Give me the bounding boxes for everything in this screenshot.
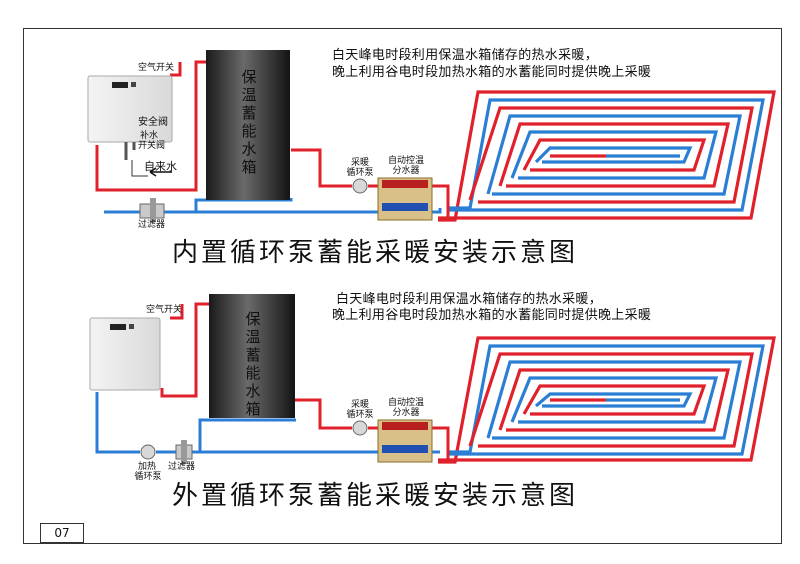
- caption-line2: 晚上利用谷电时段加热水箱的水蓄能同时提供晚上采暖: [332, 308, 652, 323]
- diagram-2: [89, 294, 776, 464]
- caption-line1: 白天峰电时段利用保温水箱储存的热水采暖，: [332, 48, 599, 63]
- manifold-2: [377, 419, 433, 463]
- tank-label: 保温蓄能水箱: [241, 68, 257, 176]
- manifold-label-line1: 自动控温: [387, 156, 424, 166]
- tank-label: 保温蓄能水箱: [245, 310, 261, 418]
- diagram-title: 内置循环泵蓄能采暖安装示意图: [172, 238, 579, 268]
- diagram-title: 外置循环泵蓄能采暖安装示意图: [172, 481, 579, 511]
- heat-pump-label-line2: 循环泵: [134, 472, 162, 482]
- page-number: 07: [40, 523, 84, 543]
- page-frame: [23, 28, 782, 544]
- heating-pump-label-line2: 循环泵: [346, 168, 374, 178]
- electric-boiler-2: [89, 317, 161, 391]
- floor-heating-coil-2: [438, 336, 776, 464]
- refill-valve-label-line1: 补水: [140, 131, 159, 141]
- manifold-1: [377, 177, 433, 221]
- storage-tank-1: [206, 50, 290, 200]
- heat-pump-2: [140, 444, 156, 460]
- electric-boiler-1: [87, 75, 173, 143]
- heating-pump-label-line2: 循环泵: [346, 410, 374, 420]
- heating-pump-2: [352, 420, 368, 436]
- manifold-label-line2: 分水器: [392, 166, 420, 176]
- refill-valve-label-line2: 开关阀: [138, 141, 166, 151]
- caption-line1: 白天峰电时段利用保温水箱储存的热水采暖，: [336, 292, 603, 307]
- pipes-1: [95, 60, 450, 220]
- caption-line2: 晚上利用谷电时段加热水箱的水蓄能同时提供晚上采暖: [332, 65, 652, 80]
- heating-pump-1: [352, 178, 368, 194]
- manifold-label-line1: 自动控温: [387, 398, 424, 408]
- tap-water-label: 自来水: [144, 160, 177, 173]
- filter-label: 过滤器: [138, 220, 166, 230]
- storage-tank-2: [209, 294, 295, 418]
- filter-label: 过滤器: [168, 462, 196, 472]
- air-switch-label: 空气开关: [146, 305, 183, 315]
- manifold-label-line2: 分水器: [392, 408, 420, 418]
- floor-heating-coil-1: [438, 90, 776, 222]
- heating-pump-label-line1: 采暖: [350, 158, 369, 168]
- diagram-1: [87, 50, 776, 222]
- heating-pump-label-line1: 采暖: [350, 400, 369, 410]
- filter-2: [175, 440, 193, 464]
- heat-pump-label-line1: 加热: [137, 462, 156, 472]
- safety-valve-label: 安全阀: [138, 117, 168, 128]
- filter-1: [139, 198, 165, 222]
- air-switch-label: 空气开关: [138, 63, 175, 73]
